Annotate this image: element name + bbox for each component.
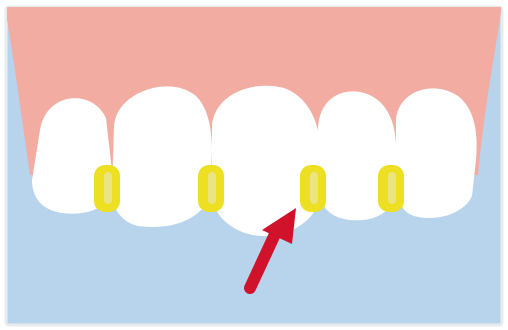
contact-point-1-highlight: [104, 172, 112, 204]
contact-point-4-highlight: [388, 172, 396, 204]
contact-point-3-highlight: [310, 172, 318, 204]
tooth-3: [212, 86, 320, 236]
contact-point-2-highlight: [208, 172, 216, 204]
tooth-2: [112, 86, 212, 227]
tooth-5: [396, 88, 477, 218]
